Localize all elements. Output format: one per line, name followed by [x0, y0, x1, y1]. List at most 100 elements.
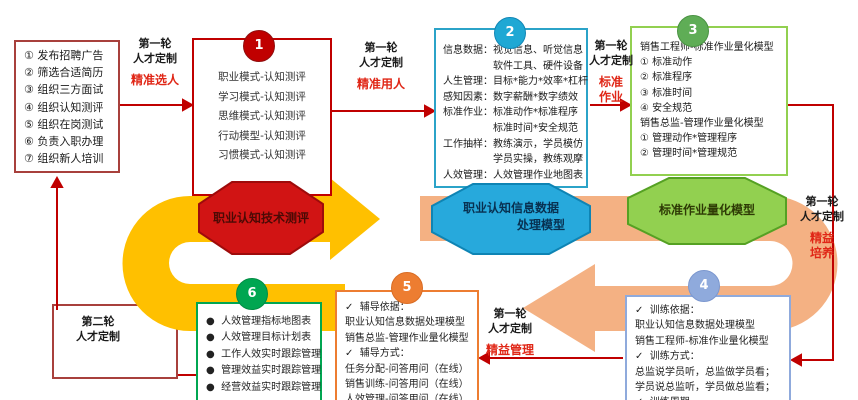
- step-6-badge: 6: [236, 278, 268, 310]
- recruitment-step: ⑥ 负责入职办理: [24, 135, 104, 149]
- round2-box-outline: [52, 304, 178, 379]
- coaching-item: 职业认知信息数据处理模型: [345, 317, 465, 329]
- training-item: ✓ 训练方式：: [635, 351, 700, 363]
- training-item: 总监说学员听，总监做学员看；: [635, 366, 775, 378]
- blue-octagon-node: [431, 183, 591, 255]
- label-line: 人才定制: [800, 210, 844, 223]
- label-round1-manage: 第一轮 人才定制 精益管理: [478, 306, 542, 358]
- efficiency-item: ● 经营效益实时跟踪管理: [206, 381, 322, 393]
- info-data-item: 工作抽样：教练演示，学员模仿: [443, 138, 583, 150]
- label-line: 第二轮: [81, 315, 115, 328]
- label-round1-cultivate: 第一轮 人才定制 精益 培养: [794, 194, 850, 261]
- red-octagon-node: [198, 181, 324, 255]
- info-data-item: 信息数据：视觉信息、听觉信息: [443, 45, 583, 56]
- efficiency-item: ● 管理效益实时跟踪管理: [206, 365, 322, 377]
- label-line: 人才定制: [76, 330, 120, 343]
- recruitment-step: ④ 组织认知测评: [24, 100, 104, 114]
- label-line: 第一轮: [594, 39, 628, 52]
- standard-work-item: ② 标准程序: [640, 72, 693, 84]
- arrowhead-leftbox: [50, 175, 64, 188]
- coaching-item: 销售总监-管理作业量化模型: [345, 332, 469, 344]
- efficiency-item: ● 人效管理目标计划表: [206, 332, 312, 344]
- blue-octagon-line1: 职业认知信息数据: [462, 201, 559, 215]
- arrowhead-step1: [182, 98, 195, 112]
- coaching-item: 人效管理-问答用问（在线）: [345, 394, 469, 400]
- recruitment-steps-box: ① 发布招聘广告 ② 筛选合适简历 ③ 组织三方面试 ④ 组织认知测评 ⑤ 组织…: [14, 40, 120, 173]
- green-octagon-label: 标准作业量化模型: [658, 203, 755, 217]
- coaching-item: 销售训练-问答用问（在线）: [345, 379, 469, 391]
- cognitive-test-item: 行动模型-认知测评: [218, 129, 306, 142]
- cognitive-test-box: 职业模式-认知测评 学习模式-认知测评 思维模式-认知测评 行动模型-认知测评 …: [192, 38, 332, 196]
- label-line: 精准用人: [356, 77, 405, 91]
- label-round1-use: 第一轮 人才定制 精准用人: [350, 40, 412, 92]
- info-data-item: 感知因素：数字薪酬*数字绩效: [443, 91, 578, 103]
- efficiency-item: ● 工作人效实时跟踪管理: [206, 348, 322, 360]
- recruitment-step: ⑦ 组织新人培训: [24, 152, 104, 166]
- label-line: 精益管理: [485, 343, 534, 357]
- info-data-item: 标准作业：标准动作*标准程序: [443, 107, 578, 119]
- efficiency-item: ● 人效管理指标地图表: [206, 316, 312, 327]
- arrowhead-step3: [620, 98, 633, 112]
- recruitment-step: ③ 组织三方面试: [24, 83, 104, 97]
- arrowhead-step2: [424, 104, 437, 118]
- label-round1-standard: 第一轮 人才定制 标准 作业: [588, 38, 634, 105]
- green-octagon-node: [627, 177, 787, 245]
- standard-work-item: ① 管理动作*管理程序: [640, 133, 738, 145]
- coaching-item: ✓ 辅导依据：: [345, 302, 410, 313]
- label-line: 第一轮: [138, 37, 172, 50]
- label-line: 人才定制: [488, 322, 532, 335]
- label-round2: 第二轮 人才定制: [58, 314, 138, 344]
- label-line: 第一轮: [493, 307, 527, 320]
- blue-octagon-label: 职业认知信息数据 处理模型: [431, 183, 591, 233]
- label-line: 精益: [809, 231, 834, 245]
- coaching-item: ✓ 辅导方式：: [345, 348, 410, 360]
- standard-work-item: 销售工程师-标准作业量化模型: [640, 42, 774, 53]
- label-line: 精准选人: [130, 73, 179, 87]
- info-data-item: 学员实操，教练观摩: [443, 154, 583, 166]
- efficiency-tracking-box: ● 人效管理指标地图表 ● 人效管理目标计划表 ● 工作人效实时跟踪管理 ● 管…: [196, 302, 322, 400]
- training-item: 职业认知信息数据处理模型: [635, 320, 755, 332]
- info-data-box: 信息数据：视觉信息、听觉信息 软件工具、硬件设备 人生管理：目标*能力*效率*杠…: [434, 28, 588, 188]
- standard-work-item: ④ 安全规范: [640, 102, 693, 114]
- arrowhead-step4: [789, 353, 802, 367]
- training-item: 学员说总监听，学员做总监看；: [635, 382, 775, 394]
- label-line: 标准: [598, 75, 623, 89]
- label-line: 第一轮: [805, 195, 839, 208]
- label-line: 人才定制: [359, 56, 403, 69]
- standard-work-item: 销售总监-管理作业量化模型: [640, 118, 764, 130]
- info-data-item: 人效管理：人效管理作业地图表: [443, 169, 583, 181]
- info-data-item: 人生管理：目标*能力*效率*杠杆: [443, 76, 588, 88]
- cognitive-test-item: 思维模式-认知测评: [218, 110, 306, 122]
- training-item: ✓ 训练依据：: [635, 305, 700, 316]
- cognitive-test-item: 学习模式-认知测评: [218, 90, 306, 103]
- coaching-item: 任务分配-问答用问（在线）: [345, 363, 469, 375]
- info-data-item: 软件工具、硬件设备: [443, 60, 583, 72]
- label-line: 作业: [598, 90, 623, 104]
- step-1-badge: 1: [243, 30, 275, 62]
- training-item: 销售工程师-标准作业量化模型: [635, 335, 769, 347]
- info-data-item: 标准时间*安全规范: [443, 122, 578, 134]
- label-round1-select: 第一轮 人才定制 精准选人: [124, 36, 186, 88]
- standard-work-item: ① 标准动作: [640, 57, 693, 69]
- standard-work-box: 销售工程师-标准作业量化模型 ① 标准动作 ② 标准程序 ③ 标准时间 ④ 安全…: [630, 26, 788, 176]
- step-3-badge: 3: [677, 15, 709, 47]
- step-5-badge: 5: [391, 272, 423, 304]
- training-box: ✓ 训练依据： 职业认知信息数据处理模型 销售工程师-标准作业量化模型 ✓ 训练…: [625, 295, 791, 400]
- blue-octagon-line2: 处理模型: [516, 218, 565, 232]
- recruitment-step: ② 筛选合适简历: [24, 66, 104, 80]
- label-line: 培养: [809, 246, 834, 260]
- cognitive-test-item: 职业模式-认知测评: [218, 71, 306, 83]
- red-octagon-label: 职业认知技术测评: [212, 211, 309, 225]
- label-line: 第一轮: [364, 41, 398, 54]
- connector-step3-to-step4: [788, 104, 834, 361]
- recruitment-step: ⑤ 组织在岗测试: [24, 117, 104, 131]
- label-line: 人才定制: [133, 52, 177, 65]
- coaching-box: ✓ 辅导依据： 职业认知信息数据处理模型 销售总监-管理作业量化模型 ✓ 辅导方…: [335, 290, 479, 400]
- standard-work-item: ③ 标准时间: [640, 87, 693, 99]
- cognitive-test-item: 习惯模式-认知测评: [218, 149, 306, 161]
- training-item: ✓ 训练周期: [635, 395, 789, 400]
- step-2-badge: 2: [494, 17, 526, 49]
- step-4-badge: 4: [688, 270, 720, 302]
- arrowhead-step5: [477, 351, 490, 365]
